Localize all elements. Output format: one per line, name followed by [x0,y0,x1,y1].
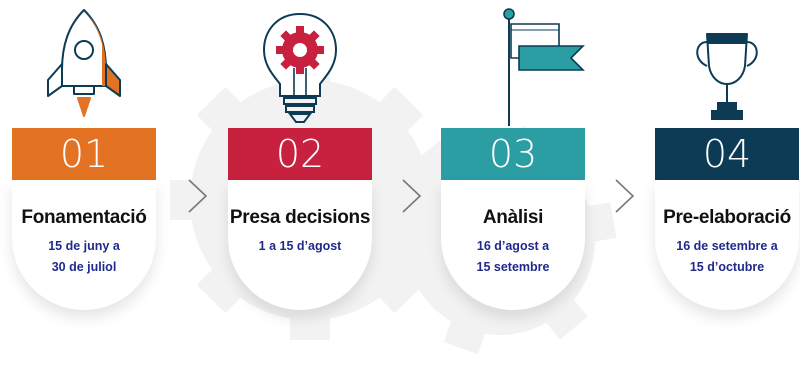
step-1: 01 Fonamentació 15 de juny a 30 de julio… [12,0,156,376]
step-date-line2: 30 de juliol [51,260,117,274]
lightbulb-gear-icon [262,12,338,123]
rocket-icon [47,9,121,117]
step-date-line1: 1 a 15 d’agost [258,239,342,253]
step-date: 16 d’agost a 15 setembre [447,236,579,278]
step-card [12,180,156,310]
step-2: 02 Presa decisions 1 a 15 d’agost [228,0,372,376]
step-4: 04 Pre-elaboració 16 de setembre a 15 d’… [655,0,799,376]
step-card [228,180,372,310]
step-number-box: 01 [12,128,156,180]
step-title: Presa decisions [229,207,371,228]
step-card [655,180,799,310]
step-title: Anàlisi [482,207,544,228]
step-3: 03 Anàlisi 16 d’agost a 15 setembre [441,0,585,376]
step-date-line1: 16 de setembre a [676,239,778,253]
step-number: 03 [488,132,538,176]
step-card [441,180,585,310]
step-number: 04 [702,132,752,176]
step-date-line2: 15 setembre [476,260,550,274]
flag-icon [503,8,585,126]
step-number-box: 04 [655,128,799,180]
step-number: 01 [59,132,109,176]
step-title: Fonamentació [21,207,147,228]
step-date-line1: 16 d’agost a [476,239,550,253]
step-date: 16 de setembre a 15 d’octubre [661,236,793,278]
chevron-right-icon [402,179,422,213]
chevron-right-icon [615,179,635,213]
trophy-icon [696,33,758,120]
step-date-line1: 15 de juny a [48,239,120,253]
step-title: Pre-elaboració [663,207,791,228]
chevron-right-icon [188,179,208,213]
step-date-line2: 15 d’octubre [689,260,765,274]
step-date: 1 a 15 d’agost [234,236,366,257]
step-date: 15 de juny a 30 de juliol [18,236,150,278]
step-number-box: 02 [228,128,372,180]
step-number: 02 [275,132,325,176]
step-number-box: 03 [441,128,585,180]
